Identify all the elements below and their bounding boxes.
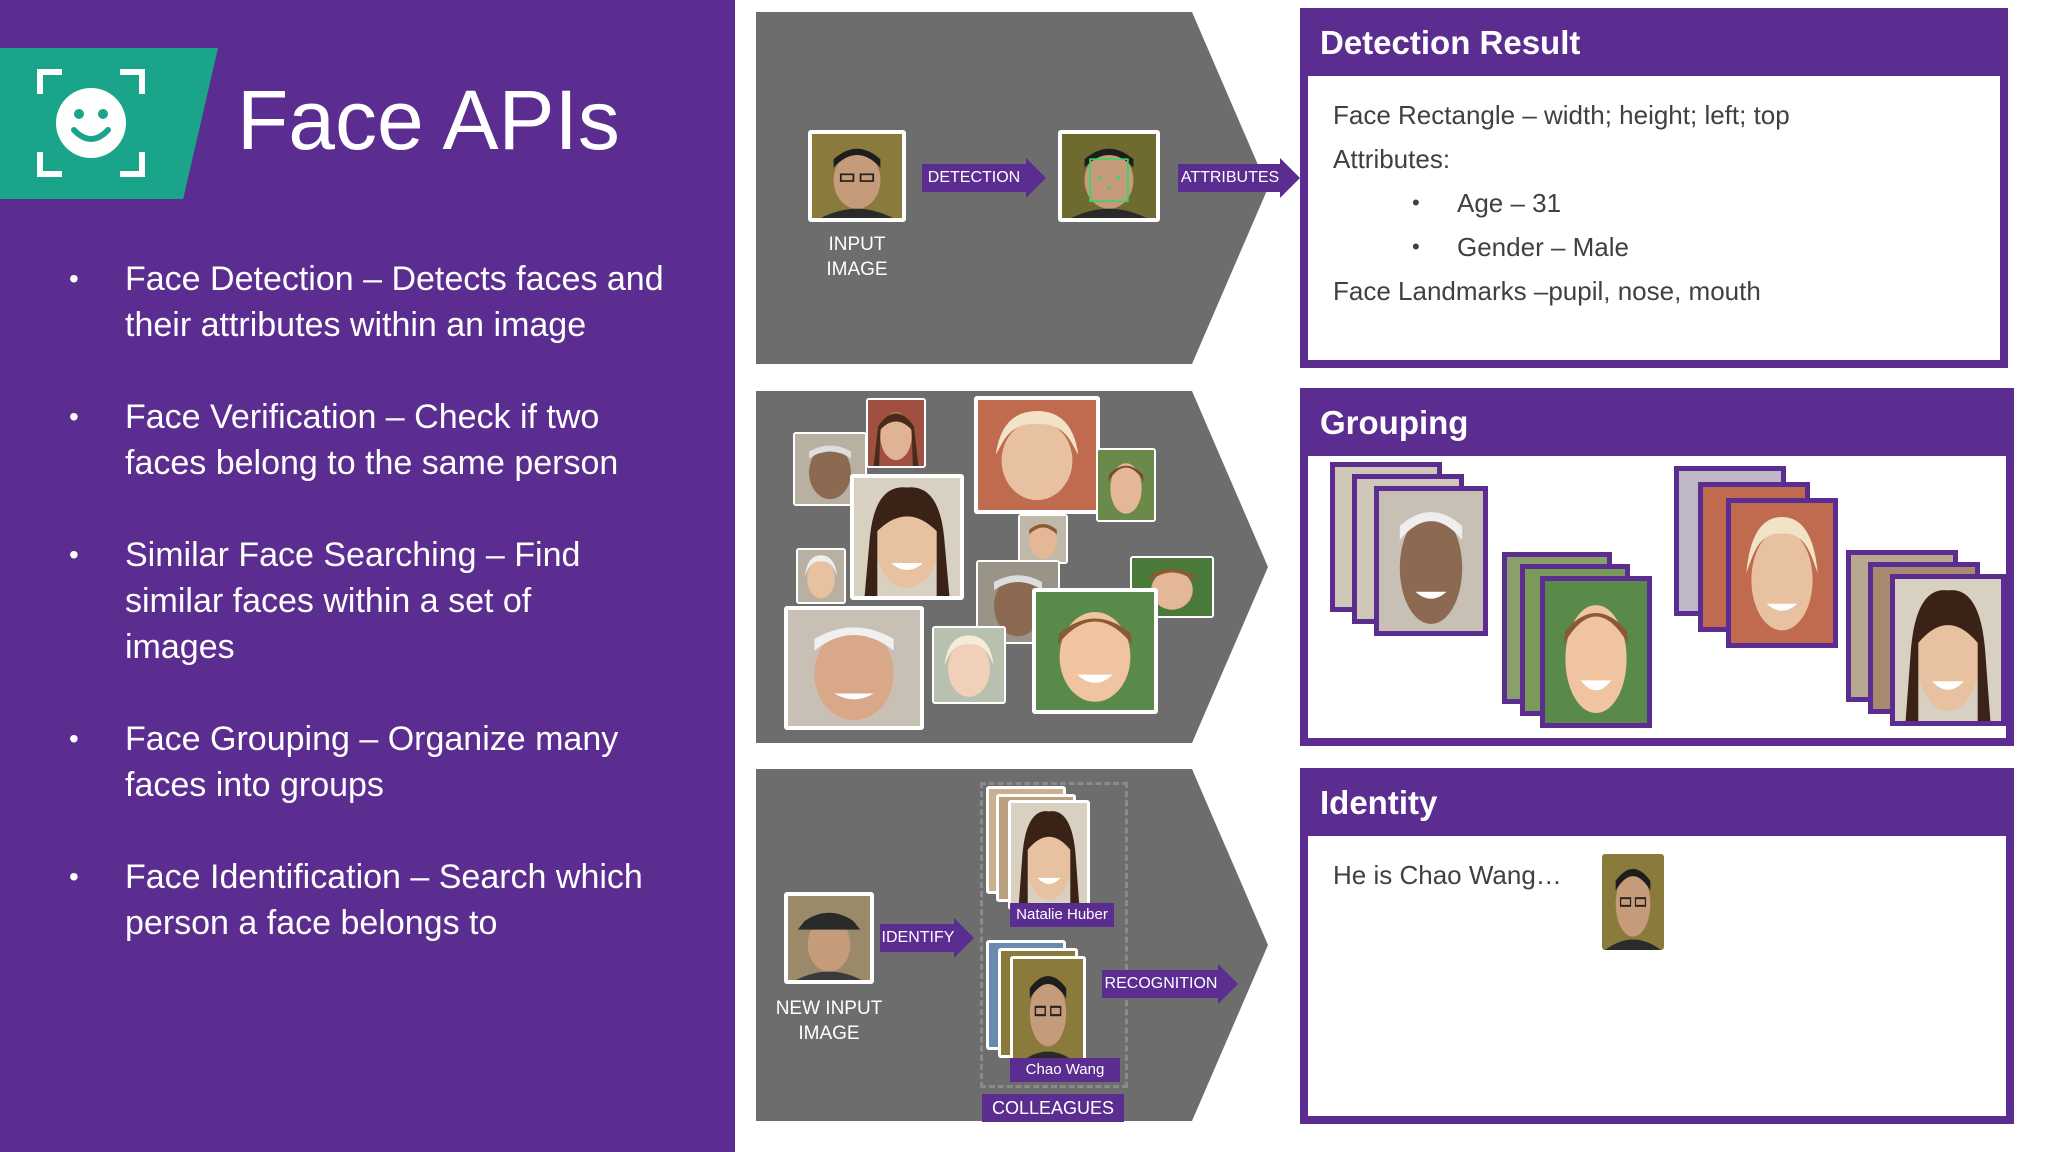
new-input-label-line1: NEW INPUT [775,998,883,1019]
page-title: Face APIs [237,73,620,167]
identity-result-text: He is Chao Wang… [1333,860,1562,890]
bullet-dot: • [69,539,79,570]
face-landmarks-text: Face Landmarks –pupil, nose, mouth [1333,276,1761,306]
bullet-dot: • [69,263,79,294]
group-card-face [1540,576,1652,728]
collage-face [793,432,867,506]
list-item: • Face Detection – Detects faces and the… [64,256,685,348]
list-item: • Face Verification – Check if two faces… [64,394,685,486]
grouping-panel: Grouping [1300,388,2014,746]
group-card-face [1890,574,2006,726]
face-scan-icon [37,69,145,177]
age-attribute: Age – 31 [1457,188,1562,218]
collage-face [796,548,846,604]
bullet-dot: • [69,401,79,432]
collage-face [850,474,964,600]
identity-panel: Identity He is Chao Wang… [1300,768,2014,1124]
detection-result-body: Face Rectangle – width; height; left; to… [1308,76,2000,360]
list-item: • Face Identification – Search which per… [64,854,725,946]
group-card-face [1726,498,1838,648]
input-label-line1: INPUT [828,234,886,255]
bullet-dot: • [1412,234,1420,259]
bullet-dot: • [1412,190,1420,215]
left-panel: Face APIs • Face Detection – Detects fac… [0,0,735,1152]
collage-face [974,396,1100,514]
identity-body: He is Chao Wang… [1308,836,2006,1116]
grouping-title: Grouping [1320,404,1469,441]
gender-attribute: Gender – Male [1457,232,1629,262]
attributes-arrow [1280,158,1300,198]
natalie-huber-face [1008,800,1090,910]
recognition-arrow [1218,964,1238,1004]
new-input-face-image [784,892,874,984]
list-item: • Similar Face Searching – Find similar … [64,532,645,670]
face-logo-badge [0,48,218,199]
detection-result-title: Detection Result [1320,24,1581,61]
new-input-label-line2: IMAGE [798,1023,860,1044]
bullet-text: Face Identification – Search which perso… [125,858,643,942]
collage-face [1096,448,1156,522]
bullet-dot: • [69,861,79,892]
bullet-text: Face Verification – Check if two faces b… [125,398,619,482]
natalie-huber-label: Natalie Huber [1010,903,1114,927]
attributes-label: Attributes: [1333,144,1451,174]
collage-face [1032,588,1158,714]
colleagues-label: COLLEAGUES [982,1094,1124,1122]
bullet-text: Face Grouping – Organize many faces into… [125,720,619,804]
new-input-caption: NEW INPUT IMAGE [770,996,888,1046]
grouping-body [1308,456,2006,738]
identified-face-image [1602,854,1664,950]
detection-arrow [1026,158,1046,198]
detection-result-panel: Detection Result Face Rectangle – width;… [1300,8,2008,368]
chao-wang-face [1010,956,1086,1066]
collage-face [1018,514,1068,564]
input-label-line2: IMAGE [826,259,888,280]
identify-tag: IDENTIFY [880,924,956,952]
detected-face-image [1058,130,1160,222]
bullet-text: Face Detection – Detects faces and their… [125,260,664,344]
group-card-face [1374,486,1488,636]
bullet-dot: • [69,723,79,754]
bullet-text: Similar Face Searching – Find similar fa… [125,536,581,666]
input-face-image [808,130,906,222]
list-item: • Face Grouping – Organize many faces in… [64,716,685,808]
attributes-tag: ATTRIBUTES [1178,164,1282,192]
input-image-caption: INPUT IMAGE [808,232,906,282]
collage-face [784,606,924,730]
collage-face [866,398,926,468]
feature-list: • Face Detection – Detects faces and the… [64,256,724,992]
recognition-tag: RECOGNITION [1102,970,1220,998]
identity-title: Identity [1320,784,1438,821]
face-rectangle-text: Face Rectangle – width; height; left; to… [1333,100,1790,130]
collage-face [932,626,1006,704]
detection-tag: DETECTION [922,164,1026,192]
chao-wang-label: Chao Wang [1010,1058,1120,1082]
identify-arrow [954,918,974,958]
colleagues-group-box [980,782,1128,1088]
